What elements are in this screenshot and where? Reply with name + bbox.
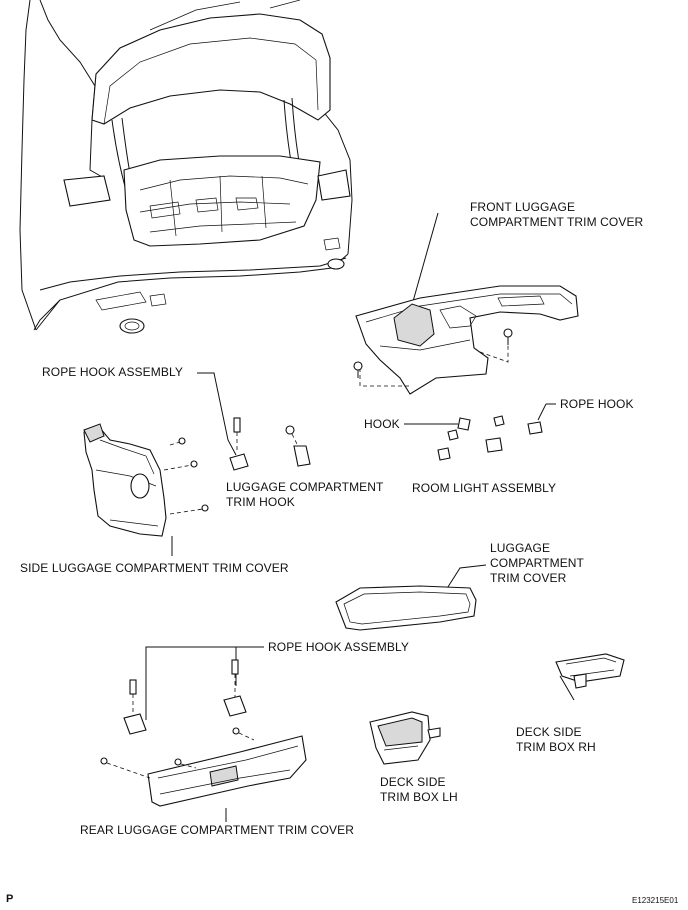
label-room-light-assembly: ROOM LIGHT ASSEMBLY (412, 481, 557, 495)
label-luggage-trim-cover-line1: LUGGAGE (490, 541, 551, 555)
label-hook: HOOK (364, 417, 400, 431)
label-deck-side-trim-box-rh-line1: DECK SIDE (516, 725, 582, 739)
label-rope-hook: ROPE HOOK (560, 397, 634, 411)
label-deck-side-trim-box-lh-line1: DECK SIDE (380, 775, 446, 789)
luggage-trim-hook-part (229, 417, 311, 471)
label-luggage-trim-hook-line2: TRIM HOOK (226, 495, 295, 509)
deck-side-trim-box-rh-part (555, 653, 625, 701)
label-luggage-trim-cover-line2: COMPARTMENT (490, 556, 584, 570)
label-deck-side-trim-box-lh-line2: TRIM BOX LH (380, 790, 458, 804)
label-front-luggage-trim-cover-line1: FRONT LUGGAGE (470, 200, 576, 214)
label-rear-luggage-trim-cover: REAR LUGGAGE COMPARTMENT TRIM COVER (80, 823, 354, 837)
rope-hook-assembly-lower-part (123, 646, 264, 735)
clip-icon (503, 328, 513, 345)
label-front-luggage-trim-cover-line2: COMPARTMENT TRIM COVER (470, 215, 644, 229)
screw-icon (100, 727, 255, 779)
hook-and-room-light-parts (404, 403, 556, 461)
luggage-compartment-trim-cover-part (335, 564, 487, 631)
clip-icon (353, 361, 363, 378)
rear-luggage-trim-cover-part (100, 727, 307, 822)
figure-code: E123215E01 (632, 896, 679, 905)
label-deck-side-trim-box-rh-line2: TRIM BOX RH (516, 740, 596, 754)
page-marker: P (6, 893, 14, 905)
label-luggage-trim-hook-line1: LUGGAGE COMPARTMENT (226, 480, 384, 494)
label-rope-hook-assembly-lower: ROPE HOOK ASSEMBLY (268, 640, 409, 654)
car-rear-illustration (19, 0, 353, 334)
label-side-luggage-trim-cover: SIDE LUGGAGE COMPARTMENT TRIM COVER (20, 561, 289, 575)
label-rope-hook-assembly-upper: ROPE HOOK ASSEMBLY (42, 365, 183, 379)
side-luggage-trim-cover-part (83, 423, 209, 556)
front-luggage-trim-cover-part (353, 212, 579, 395)
screw-icon (163, 437, 209, 515)
label-luggage-trim-cover-line3: TRIM COVER (490, 571, 567, 585)
deck-side-trim-box-lh-part (369, 711, 441, 765)
